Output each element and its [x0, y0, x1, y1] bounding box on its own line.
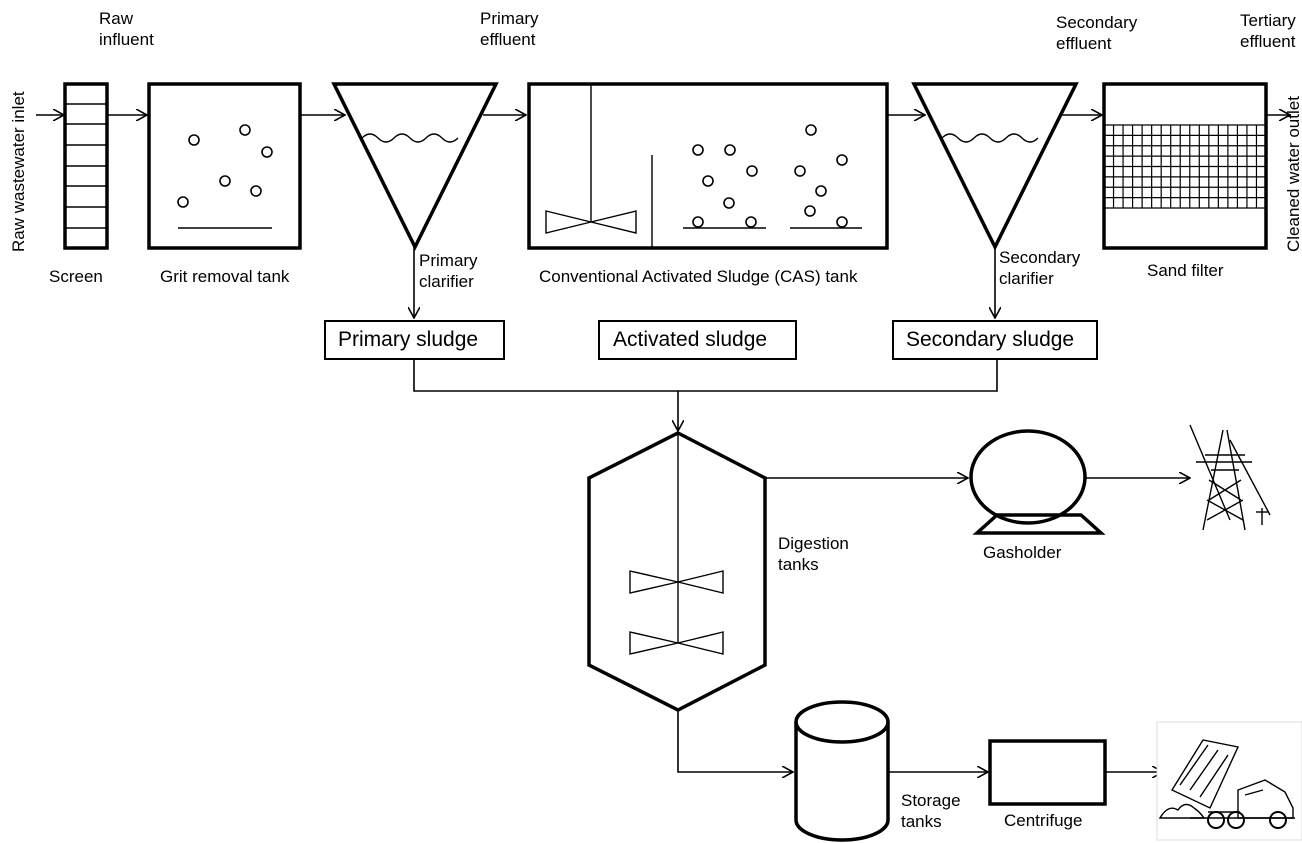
secondary-sludge-box: Secondary sludge — [892, 320, 1098, 360]
digester-to-storage-arrow — [677, 710, 793, 772]
cas-tank-label: Conventional Activated Sludge (CAS) tank — [539, 267, 858, 286]
svg-text:Primary sludge: Primary sludge — [338, 328, 478, 351]
raw-influent-label: Raw influent — [99, 9, 154, 49]
digestion-tank — [587, 431, 767, 712]
svg-text:Activated sludge: Activated sludge — [613, 328, 767, 351]
sand-filter — [1102, 82, 1268, 250]
primary-clarifier-label: Primary clarifier — [419, 251, 482, 291]
cas-tank — [527, 82, 889, 250]
secondary-clarifier — [911, 82, 1079, 251]
secondary-clarifier-label: Secondary clarifier — [999, 248, 1085, 288]
digestion-tanks-label: Digestion tanks — [778, 534, 854, 574]
gasholder — [969, 429, 1106, 535]
activated-sludge-box: Activated sludge — [598, 320, 797, 360]
storage-tanks-label: Storage tanks — [901, 791, 965, 831]
screen — [63, 82, 109, 250]
primary-effluent-label: Primary effluent — [480, 9, 543, 49]
screen-label: Screen — [49, 267, 103, 286]
grit-removal-tank-label: Grit removal tank — [160, 267, 290, 286]
gasholder-label: Gasholder — [983, 543, 1062, 562]
storage-tank — [794, 700, 890, 842]
sludge-collector-line — [413, 359, 998, 392]
grit-removal-tank — [147, 82, 302, 250]
primary-clarifier — [331, 82, 499, 251]
sand-filter-label: Sand filter — [1147, 261, 1224, 280]
tertiary-effluent-label: Tertiary effluent — [1240, 11, 1300, 51]
cleaned-water-outlet-label: Cleaned water outlet — [1284, 96, 1302, 252]
secondary-effluent-label: Secondary effluent — [1056, 13, 1142, 53]
power-transmission-tower-icon — [1189, 424, 1271, 531]
svg-text:Secondary sludge: Secondary sludge — [906, 328, 1074, 351]
centrifuge — [988, 739, 1107, 806]
primary-sludge-box: Primary sludge — [324, 320, 505, 360]
dump-truck-icon — [1156, 721, 1302, 841]
raw-wastewater-inlet-label: Raw wastewater inlet — [9, 91, 28, 252]
centrifuge-label: Centrifuge — [1004, 811, 1082, 830]
